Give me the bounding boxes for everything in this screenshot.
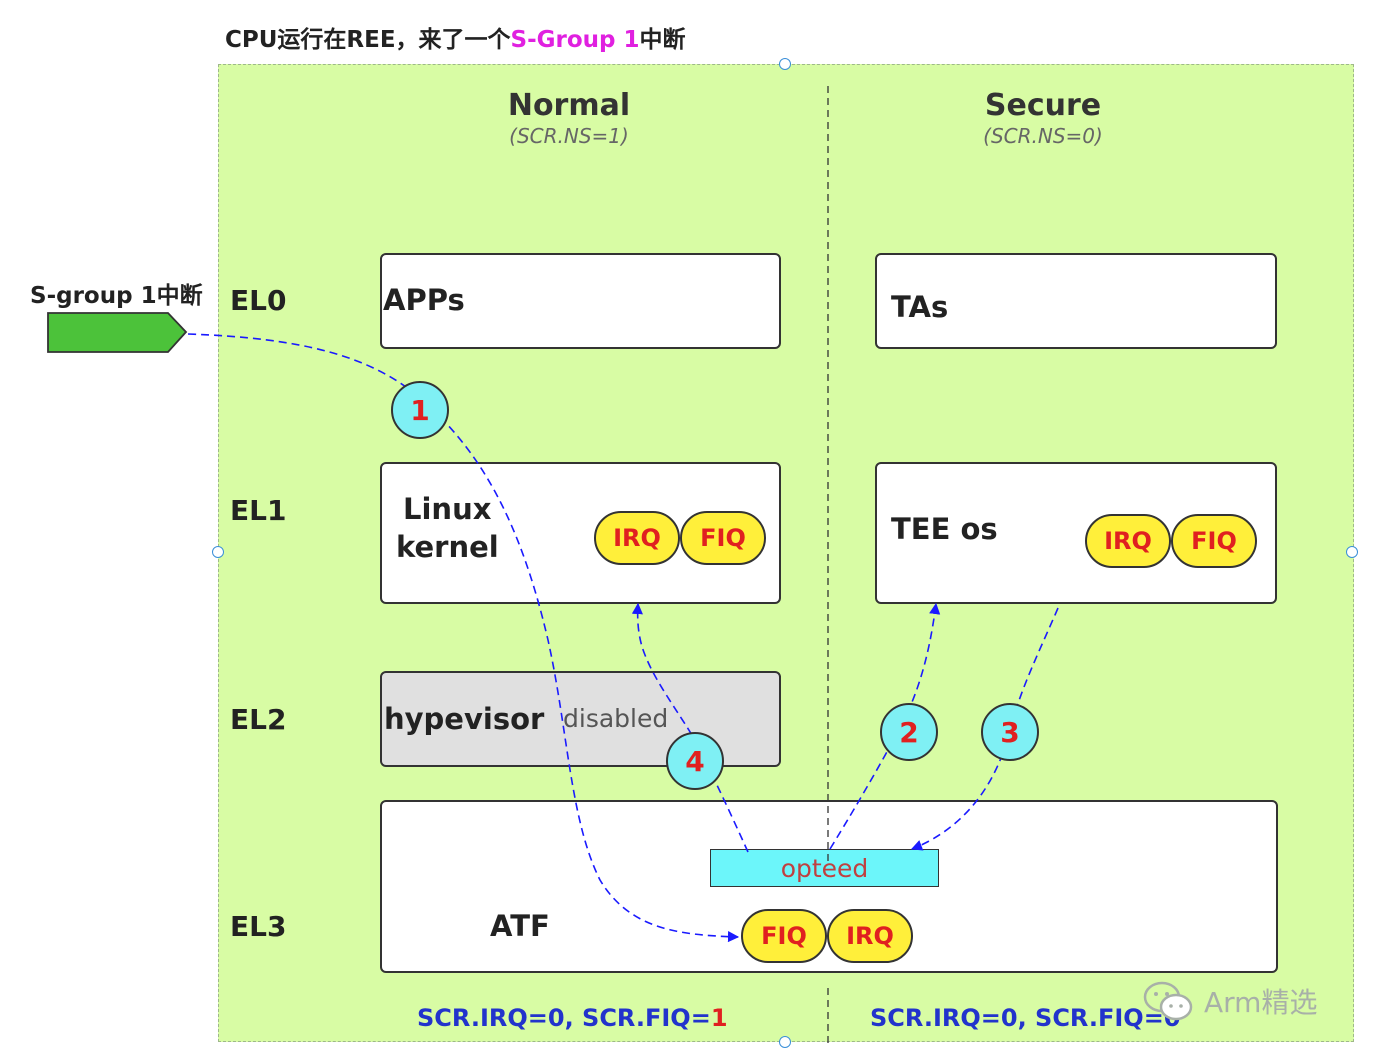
interrupt-source-shape[interactable] <box>47 312 188 353</box>
step-4-circle[interactable]: 4 <box>666 732 724 790</box>
tee-os-label: TEE os <box>891 512 998 546</box>
tas-label: TAs <box>891 290 949 324</box>
step-3-circle[interactable]: 3 <box>981 703 1039 761</box>
step-2-circle[interactable]: 2 <box>880 703 938 761</box>
el1-label: EL1 <box>230 494 287 527</box>
secure-world-scr: (SCR.NS=0) <box>983 124 1103 148</box>
watermark-text: Arm精选 <box>1204 986 1318 1019</box>
atf-label: ATF <box>490 909 550 943</box>
el2-label: EL2 <box>230 703 287 736</box>
title-prefix: CPU运行在REE，来了一个 <box>225 27 511 53</box>
normal-world-heading: Normal <box>507 88 631 123</box>
arrow-step-1 <box>187 333 740 943</box>
kernel-fiq-pill[interactable]: FIQ <box>680 511 766 565</box>
normal-scr-caption: SCR.IRQ=0, SCR.FIQ=1 <box>417 1004 728 1032</box>
title-accent: S-Group 1 <box>510 27 640 53</box>
normal-scr-prefix: SCR.IRQ=0, SCR.FIQ= <box>417 1004 711 1032</box>
el3-label: EL3 <box>230 910 287 943</box>
arrow-step-2 <box>829 602 941 850</box>
secure-scr-caption: SCR.IRQ=0, SCR.FIQ=0 <box>870 1004 1181 1032</box>
opteed-box[interactable]: opteed <box>710 849 939 887</box>
tee-fiq-pill[interactable]: FIQ <box>1171 514 1257 568</box>
step-1-circle[interactable]: 1 <box>391 381 449 439</box>
wechat-icon <box>1143 981 1193 1021</box>
interrupt-source-label: S-group 1中断 <box>30 283 203 309</box>
arrow-step-4 <box>631 602 749 853</box>
apps-label: APPs <box>383 283 465 317</box>
normal-world-scr: (SCR.NS=1) <box>509 124 629 148</box>
tas-box[interactable] <box>875 253 1277 349</box>
apps-box[interactable] <box>380 253 781 349</box>
handle-left[interactable] <box>212 546 224 558</box>
secure-world-heading: Secure <box>984 88 1102 123</box>
handle-bottom[interactable] <box>779 1036 791 1048</box>
handle-top[interactable] <box>779 58 791 70</box>
el0-label: EL0 <box>230 284 287 317</box>
linux-kernel-label-line2: kernel <box>396 530 499 564</box>
hypervisor-label: hypevisor <box>384 702 545 736</box>
normal-scr-fiq-value: 1 <box>710 1004 728 1032</box>
atf-irq-pill[interactable]: IRQ <box>827 909 913 963</box>
handle-right[interactable] <box>1346 546 1358 558</box>
title-suffix: 中断 <box>639 27 686 53</box>
tee-irq-pill[interactable]: IRQ <box>1085 514 1171 568</box>
hypervisor-disabled-label: disabled <box>563 704 669 733</box>
watermark: Arm精选 <box>1142 978 1317 1024</box>
diagram-title: CPU运行在REE，来了一个S-Group 1中断 <box>225 20 686 54</box>
linux-kernel-label-line1: Linux <box>403 492 492 526</box>
kernel-irq-pill[interactable]: IRQ <box>594 511 680 565</box>
atf-fiq-pill[interactable]: FIQ <box>741 909 827 963</box>
